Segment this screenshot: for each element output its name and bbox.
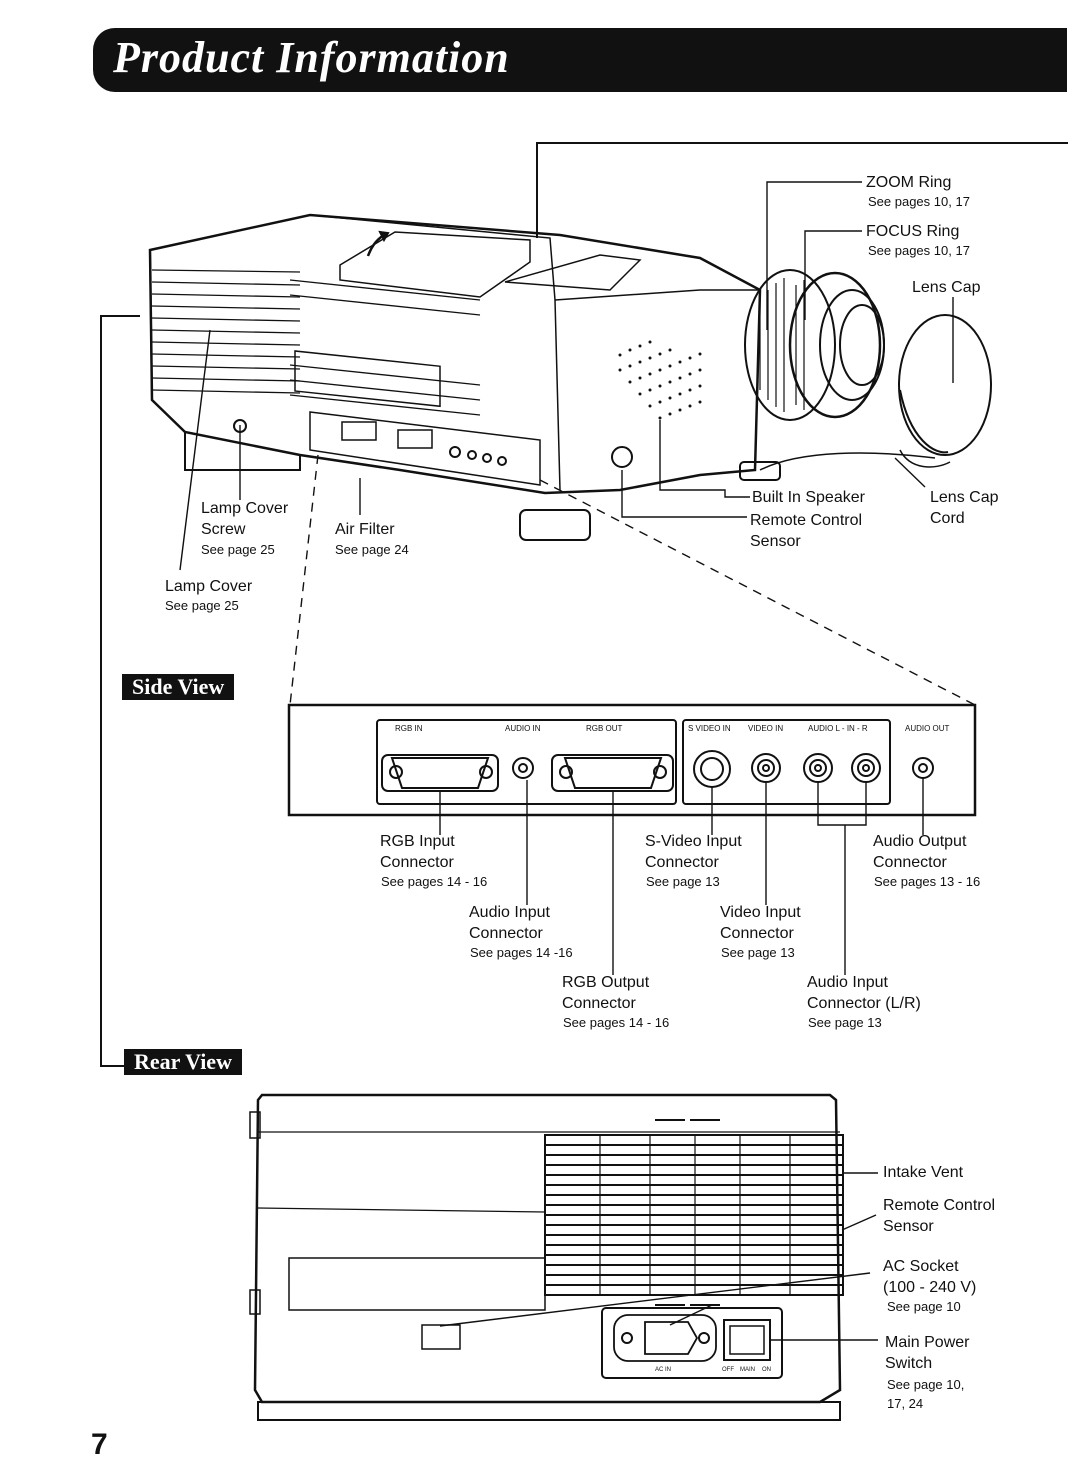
panel-label-svideo-in: S VIDEO IN	[688, 724, 731, 733]
audio-input-label-1: Audio Input	[469, 904, 550, 921]
main-power-ref-1: See page 10,	[887, 1377, 965, 1392]
zoom-ring-ref: See pages 10, 17	[868, 194, 970, 209]
lamp-cover-screw-ref: See page 25	[201, 542, 275, 557]
audio-input-ref: See pages 14 -16	[470, 945, 573, 960]
main-power-label-1: Main Power	[885, 1334, 970, 1351]
svideo-input-ref: See page 13	[646, 874, 720, 889]
rgb-input-ref: See pages 14 - 16	[381, 874, 488, 889]
ac-socket-label-1: AC Socket	[883, 1258, 959, 1275]
focus-ring-label: FOCUS Ring	[866, 223, 960, 240]
rgb-output-label-2: Connector	[562, 995, 636, 1012]
panel-label-audio-lr: AUDIO L - IN - R	[808, 724, 868, 733]
ac-socket-ref: See page 10	[887, 1299, 961, 1314]
rear-remote-sensor-label-1: Remote Control	[883, 1197, 996, 1214]
rgb-output-label-1: RGB Output	[562, 974, 650, 991]
svideo-input-label-1: S-Video Input	[645, 833, 742, 850]
main-power-label-2: Switch	[885, 1355, 933, 1372]
panel-label-audio-in: AUDIO IN	[505, 724, 541, 733]
rear-remote-sensor-label-2: Sensor	[883, 1218, 934, 1235]
switch-label-on: ON	[762, 1367, 771, 1373]
video-input-label-2: Connector	[720, 925, 794, 942]
switch-label-main: MAIN	[740, 1367, 755, 1373]
built-in-speaker-label: Built In Speaker	[752, 489, 865, 506]
panel-label-video-in: VIDEO IN	[748, 724, 783, 733]
panel-label-rgb-in: RGB IN	[395, 724, 423, 733]
rgb-output-ref: See pages 14 - 16	[563, 1015, 670, 1030]
audio-output-label-1: Audio Output	[873, 833, 967, 850]
audio-input-lr-ref: See page 13	[808, 1015, 882, 1030]
top-view-pointer-line	[536, 142, 1068, 238]
top-remote-sensor-label-1: Remote Control	[750, 512, 863, 529]
intake-vent-label: Intake Vent	[883, 1164, 964, 1181]
lens-cap-cord-label-1: Lens Cap	[930, 489, 999, 506]
zoom-dashed-lines	[289, 454, 976, 706]
air-filter-ref: See page 24	[335, 542, 409, 557]
rear-view-tag: Rear View	[124, 1049, 242, 1075]
switch-label-ac-in: AC IN	[655, 1367, 671, 1373]
video-input-ref: See page 13	[721, 945, 795, 960]
rgb-input-label-1: RGB Input	[380, 833, 455, 850]
top-remote-sensor-label-2: Sensor	[750, 533, 801, 550]
left-bracket-line	[100, 315, 140, 1067]
rear-switch-printed-labels: AC IN OFF MAIN ON	[655, 1367, 771, 1373]
focus-ring-ref: See pages 10, 17	[868, 243, 970, 258]
rear-view-leaders	[439, 1172, 878, 1341]
rgb-input-label-2: Connector	[380, 854, 454, 871]
lamp-cover-label: Lamp Cover	[165, 578, 253, 595]
svideo-input-label-2: Connector	[645, 854, 719, 871]
panel-label-audio-out: AUDIO OUT	[905, 724, 950, 733]
audio-output-label-2: Connector	[873, 854, 947, 871]
air-filter-label: Air Filter	[335, 521, 395, 538]
zoom-ring-label: ZOOM Ring	[866, 174, 952, 191]
audio-input-lr-label-1: Audio Input	[807, 974, 888, 991]
ac-socket-label-2: (100 - 240 V)	[883, 1279, 977, 1296]
switch-label-off: OFF	[722, 1367, 734, 1373]
side-view-tag: Side View	[122, 674, 235, 700]
page-number: 7	[91, 1428, 108, 1461]
video-input-label-1: Video Input	[720, 904, 801, 921]
title-banner: Product Information	[93, 28, 1067, 92]
lamp-cover-screw-label-2: Screw	[201, 521, 246, 538]
audio-output-ref: See pages 13 - 16	[874, 874, 981, 889]
page-title: Product Information	[113, 33, 510, 82]
side-view-panel	[287, 703, 977, 817]
lamp-cover-screw-label-1: Lamp Cover	[201, 500, 289, 517]
lens-cap-label: Lens Cap	[912, 279, 981, 296]
top-view-leaders	[179, 181, 954, 571]
side-view-leaders	[439, 778, 924, 975]
lamp-cover-ref: See page 25	[165, 598, 239, 613]
side-panel-printed-labels: RGB IN AUDIO IN RGB OUT S VIDEO IN VIDEO…	[395, 724, 950, 733]
main-power-ref-2: 17, 24	[887, 1396, 924, 1411]
audio-input-lr-label-2: Connector (L/R)	[807, 995, 921, 1012]
panel-label-rgb-out: RGB OUT	[586, 724, 623, 733]
audio-input-label-2: Connector	[469, 925, 543, 942]
lens-cap-cord-label-2: Cord	[930, 510, 965, 527]
